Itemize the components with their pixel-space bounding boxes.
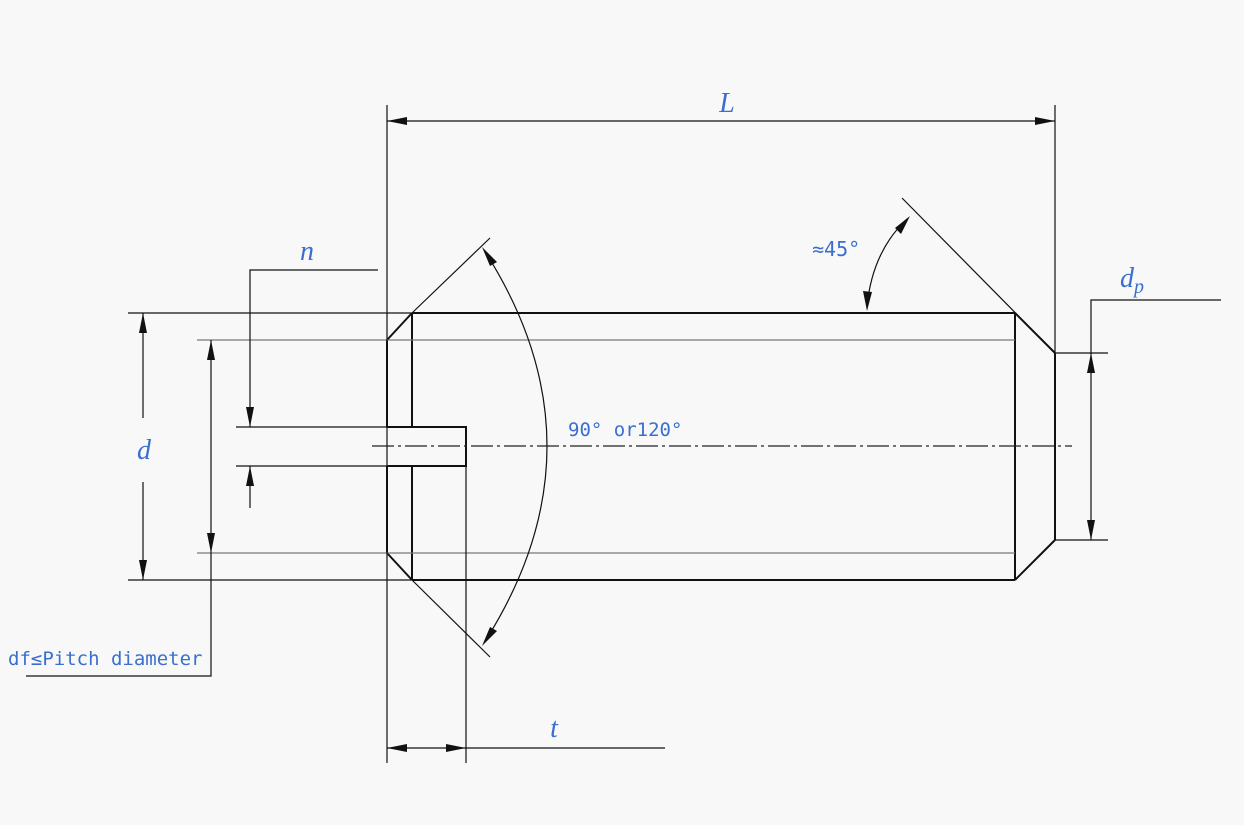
dimension-point-angle: ≈45° [812,197,1056,354]
thread-lines [197,339,1015,554]
arrowhead [139,313,147,333]
slot-width-label: n [300,236,314,267]
point-diameter-subscript: p [1132,276,1144,298]
thread-note-label: df≤Pitch diameter [8,648,202,670]
head-chamfer-top [386,312,413,341]
arrowhead [246,407,254,427]
arrowhead [482,627,497,646]
head-chamfer-bottom [386,552,413,581]
arrowhead [387,744,407,752]
arrowhead [246,466,254,486]
df-leader-line [26,553,212,677]
dimension-thread-diameter: df≤Pitch diameter [8,340,215,677]
arrowhead [446,744,466,752]
dp-leader-line [1090,299,1221,353]
dimension-slot-depth: t [387,466,665,763]
dimension-diameter: d [128,312,412,581]
arrowhead [387,117,407,125]
point-diameter-label: dp [1120,263,1144,298]
slot-depth-label: t [550,713,559,744]
angle-tip-label: ≈45° [812,237,860,261]
cone-extension-top [411,237,491,314]
arrowhead [1087,353,1095,373]
arrowhead [1035,117,1055,125]
arrowhead [207,340,215,360]
arrowhead [207,533,215,553]
cone-angle-arc [483,249,548,644]
dimension-length: L [386,88,1056,763]
dimension-cone-angle: 90° or120° [411,237,682,658]
point-chamfer-bottom [1014,539,1056,581]
arrowhead [895,216,910,234]
arrowhead [139,560,147,580]
dimension-point-diameter: dp [1055,263,1221,541]
arrowhead [482,247,497,266]
dimension-slot-width: n [236,236,387,508]
cone-angle-label: 90° or120° [568,419,682,441]
diameter-label: d [137,435,152,466]
point-diameter-base: d [1120,263,1135,294]
n-leader-line [249,269,378,427]
length-label: L [718,88,735,119]
angle-extension-line [901,197,1056,354]
arrowhead [1087,520,1095,540]
arrowhead [863,291,872,311]
cone-extension-bottom [411,579,491,658]
